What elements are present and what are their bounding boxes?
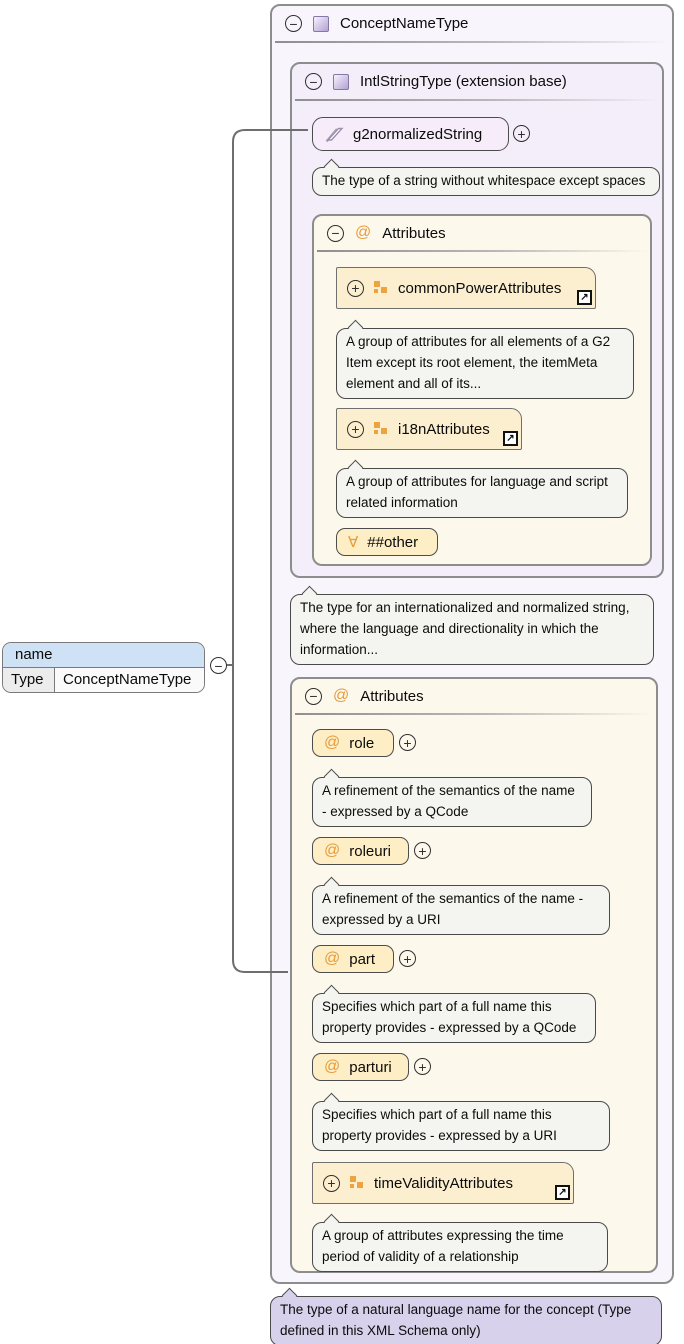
expand-toggle[interactable]: + <box>347 279 364 297</box>
attributes-title: Attributes <box>360 687 424 705</box>
attribute-icon: @ <box>324 1058 341 1075</box>
attribute-label: role <box>349 734 375 752</box>
complex-type-icon <box>333 73 349 90</box>
header-separator <box>295 99 659 101</box>
wildcard-other[interactable]: ∀ ##other <box>336 528 438 556</box>
annotation-parturi: Specifies which part of a full name this… <box>312 1101 610 1151</box>
attribute-role[interactable]: @ role <box>312 729 394 757</box>
attributes-header: − @ Attributes <box>292 679 656 711</box>
attribute-icon: @ <box>324 734 341 751</box>
annotation-timevalidityattributes: A group of attributes expressing the tim… <box>312 1222 608 1272</box>
simple-type-label: g2normalizedString <box>353 125 483 143</box>
attribute-icon: @ <box>333 687 350 704</box>
attribute-group-icon <box>350 1176 364 1190</box>
collapse-toggle[interactable]: − <box>327 224 344 242</box>
group-label: i18nAttributes <box>398 420 490 438</box>
annotation-g2normalizedstring: The type of a string without whitespace … <box>312 167 660 196</box>
simple-type-icon <box>325 127 344 142</box>
group-label: commonPowerAttributes <box>398 279 562 297</box>
attribute-roleuri[interactable]: @ roleuri <box>312 837 409 865</box>
attribute-icon: @ <box>324 842 341 859</box>
attribute-part[interactable]: @ part <box>312 945 394 973</box>
intl-string-type-box: − IntlStringType (extension base) g2norm… <box>290 62 664 578</box>
goto-definition-icon[interactable]: ↗ <box>503 431 518 446</box>
goto-definition-icon[interactable]: ↗ <box>555 1185 570 1200</box>
collapse-toggle[interactable]: − <box>305 687 322 705</box>
annotation-role: A refinement of the semantics of the nam… <box>312 777 592 827</box>
expand-toggle[interactable]: + <box>347 420 364 438</box>
wildcard-icon: ∀ <box>348 534 359 551</box>
collapse-toggle[interactable]: − <box>285 15 302 32</box>
wildcard-label: ##other <box>367 533 419 551</box>
attribute-label: parturi <box>349 1058 392 1076</box>
attributes-box: − @ Attributes @ role + A refinement of … <box>290 677 658 1273</box>
element-type-value: ConceptNameType <box>55 668 204 692</box>
intl-string-type-header: − IntlStringType (extension base) <box>292 64 662 97</box>
attribute-group-icon <box>374 281 388 295</box>
element-name-box[interactable]: name Type ConceptNameType <box>2 642 205 693</box>
header-separator <box>275 41 669 43</box>
header-separator <box>295 713 653 715</box>
attribute-label: part <box>349 950 376 968</box>
intl-string-type-title: IntlStringType (extension base) <box>360 73 567 90</box>
complex-type-icon <box>313 15 329 32</box>
expand-toggle[interactable]: + <box>414 1058 431 1075</box>
element-type-label: Type <box>3 668 55 692</box>
attribute-label: roleuri <box>349 842 391 860</box>
annotation-commonpowerattributes: A group of attributes for all elements o… <box>336 328 634 399</box>
element-name-title: name <box>3 643 204 667</box>
collapse-toggle[interactable]: − <box>305 73 322 90</box>
base-attributes-header: − @ Attributes <box>314 216 650 248</box>
element-type-row: Type ConceptNameType <box>3 667 204 692</box>
attribute-group-icon <box>374 422 388 436</box>
expand-toggle[interactable]: + <box>399 734 416 751</box>
simple-type-g2normalizedstring[interactable]: g2normalizedString <box>312 117 509 151</box>
annotation-roleuri: A refinement of the semantics of the nam… <box>312 885 610 935</box>
annotation-concept-name-type: The type of a natural language name for … <box>270 1296 662 1344</box>
group-commonpowerattributes[interactable]: + commonPowerAttributes ↗ <box>336 267 596 309</box>
group-i18nattributes[interactable]: + i18nAttributes ↗ <box>336 408 522 450</box>
expand-toggle[interactable]: + <box>399 950 416 967</box>
goto-definition-icon[interactable]: ↗ <box>577 290 592 305</box>
attribute-icon: @ <box>355 224 372 241</box>
attribute-parturi[interactable]: @ parturi <box>312 1053 409 1081</box>
attribute-icon: @ <box>324 950 341 967</box>
expand-toggle[interactable]: + <box>414 842 431 859</box>
group-timevalidityattributes[interactable]: + timeValidityAttributes ↗ <box>312 1162 574 1204</box>
base-attributes-box: − @ Attributes + commonPowerAttributes ↗… <box>312 214 652 566</box>
annotation-part: Specifies which part of a full name this… <box>312 993 596 1043</box>
annotation-i18nattributes: A group of attributes for language and s… <box>336 468 628 518</box>
group-label: timeValidityAttributes <box>374 1174 513 1192</box>
header-separator <box>317 250 647 252</box>
complex-type-title: ConceptNameType <box>340 15 469 32</box>
concept-name-type-box: − ConceptNameType − IntlStringType (exte… <box>270 4 674 1284</box>
base-attributes-title: Attributes <box>382 224 446 242</box>
expand-toggle[interactable]: + <box>513 125 530 142</box>
concept-name-type-header: − ConceptNameType <box>272 6 672 39</box>
expand-toggle[interactable]: + <box>323 1174 340 1192</box>
element-collapse-toggle[interactable]: − <box>210 657 227 674</box>
annotation-intl-string-type: The type for an internationalized and no… <box>290 594 654 665</box>
